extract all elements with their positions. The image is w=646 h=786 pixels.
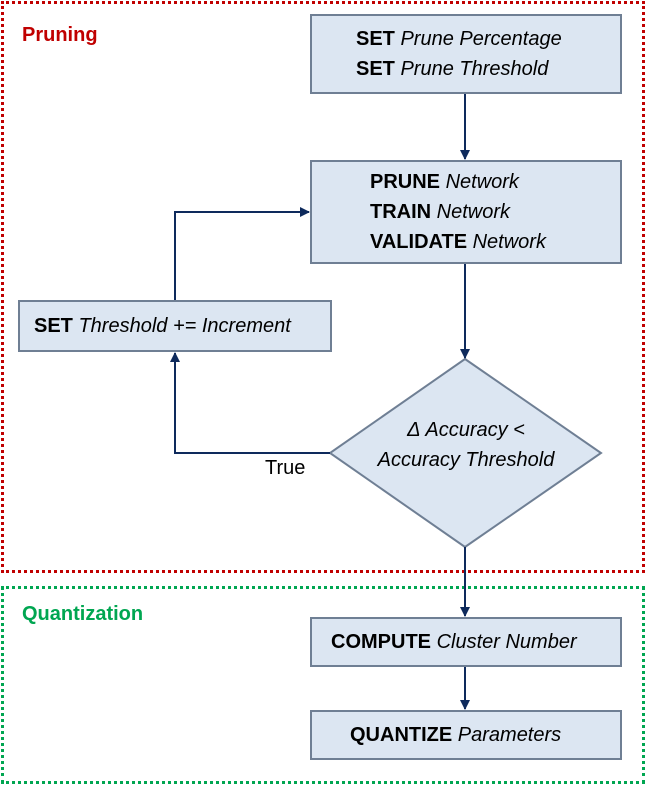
operand: Prune Threshold xyxy=(400,58,549,80)
operand: Network xyxy=(436,201,511,223)
operand: Cluster Number xyxy=(436,631,577,653)
operand: Network xyxy=(472,231,546,253)
set-prune-parameters-box: SET Prune Percentage SET Prune Threshold xyxy=(310,14,622,94)
decision-line-1: Δ Accuracy < xyxy=(407,419,525,441)
keyword: SET xyxy=(356,28,395,50)
keyword: QUANTIZE xyxy=(350,724,453,746)
keyword: VALIDATE xyxy=(370,231,468,253)
quantization-region xyxy=(1,586,645,784)
set-prune-line-2: SET Prune Threshold xyxy=(356,54,620,84)
keyword: SET xyxy=(34,315,73,337)
decision-condition-text: Δ Accuracy < Accuracy Threshold xyxy=(330,415,602,475)
decision-line-2: Accuracy Threshold xyxy=(377,449,555,471)
set-threshold-line: SET Threshold += Increment xyxy=(34,311,330,341)
prune-train-validate-box: PRUNE Network TRAIN Network VALIDATE Net… xyxy=(310,160,622,264)
operand: Prune Percentage xyxy=(400,28,562,50)
keyword: PRUNE xyxy=(370,171,441,193)
set-prune-line-1: SET Prune Percentage xyxy=(356,24,620,54)
keyword: SET xyxy=(356,58,395,80)
arrow-decision-true-to-threshold xyxy=(170,352,330,454)
keyword: TRAIN xyxy=(370,201,432,223)
prune-line: PRUNE Network xyxy=(370,167,620,197)
pruning-region-label: Pruning xyxy=(22,24,98,46)
train-line: TRAIN Network xyxy=(370,197,620,227)
compute-cluster-number-box: COMPUTE Cluster Number xyxy=(310,617,622,667)
operand: Parameters xyxy=(457,724,562,746)
keyword: COMPUTE xyxy=(331,631,431,653)
pruning-region xyxy=(1,1,645,573)
compute-line: COMPUTE Cluster Number xyxy=(331,627,620,657)
quantize-parameters-box: QUANTIZE Parameters xyxy=(310,710,622,760)
operand: Network xyxy=(445,171,519,193)
set-threshold-increment-box: SET Threshold += Increment xyxy=(18,300,332,352)
quantization-region-label: Quantization xyxy=(22,603,144,625)
arrow-threshold-to-prune xyxy=(174,207,310,300)
validate-line: VALIDATE Network xyxy=(370,227,620,257)
true-branch-label: True xyxy=(265,457,306,479)
quantize-line: QUANTIZE Parameters xyxy=(350,720,620,750)
operand: Threshold += Increment xyxy=(78,315,291,337)
